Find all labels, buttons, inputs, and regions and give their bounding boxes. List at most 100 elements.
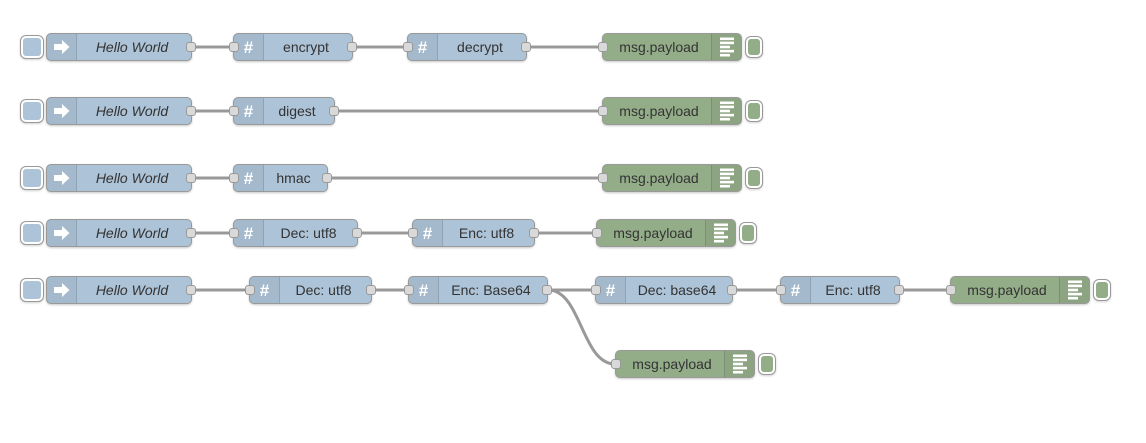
node-label: msg.payload	[619, 39, 699, 55]
inject-button[interactable]	[20, 35, 44, 59]
output-port[interactable]	[352, 228, 362, 238]
inject-button[interactable]	[20, 221, 44, 245]
output-port[interactable]	[186, 228, 196, 238]
output-port[interactable]	[186, 285, 196, 295]
hash-icon: #	[408, 34, 438, 60]
output-port[interactable]	[329, 106, 339, 116]
input-port[interactable]	[611, 359, 621, 369]
inject-button[interactable]	[20, 278, 44, 302]
debug-toggle-fill	[1096, 282, 1108, 298]
function-node[interactable]: # Enc: utf8	[776, 276, 904, 304]
debug-lines-icon	[711, 34, 741, 60]
node-label: msg.payload	[967, 282, 1047, 298]
output-port[interactable]	[347, 42, 357, 52]
function-node[interactable]: #Enc: utf8	[408, 219, 539, 247]
input-port[interactable]	[229, 106, 239, 116]
input-port[interactable]	[946, 285, 956, 295]
debug-toggle-button[interactable]	[745, 100, 763, 122]
output-port[interactable]	[366, 285, 376, 295]
function-node[interactable]: # digest	[229, 97, 339, 125]
inject-node[interactable]: Hello World	[46, 164, 196, 192]
node-label: Hello World	[95, 282, 169, 298]
debug-toggle-button[interactable]	[1093, 279, 1111, 301]
wire[interactable]	[546, 288, 617, 366]
debug-node[interactable]: msg.payload	[946, 276, 1090, 304]
function-node[interactable]: #Dec: base64	[591, 276, 737, 304]
output-port[interactable]	[322, 173, 332, 183]
input-port[interactable]	[591, 285, 601, 295]
debug-node[interactable]: msg.payload	[598, 33, 742, 61]
function-node[interactable]: #Dec: utf8	[229, 219, 362, 247]
output-port[interactable]	[894, 285, 904, 295]
debug-toggle-button[interactable]	[739, 222, 757, 244]
function-node[interactable]: #Dec: utf8	[245, 276, 376, 304]
inject-button-fill	[23, 224, 41, 242]
output-port[interactable]	[186, 173, 196, 183]
input-port[interactable]	[229, 42, 239, 52]
arrow-right-icon	[47, 277, 77, 303]
debug-lines-icon	[705, 220, 735, 246]
debug-node[interactable]: msg.payload	[592, 219, 736, 247]
hash-icon: #	[413, 220, 443, 246]
node-label: Dec: base64	[637, 282, 717, 298]
node-label: msg.payload	[632, 356, 712, 372]
node-label: hmac	[276, 170, 311, 186]
node-label: decrypt	[457, 39, 503, 55]
input-port[interactable]	[408, 228, 418, 238]
input-port[interactable]	[403, 42, 413, 52]
debug-toggle-button[interactable]	[745, 167, 763, 189]
input-port[interactable]	[598, 42, 608, 52]
arrow-right-icon	[47, 98, 77, 124]
output-port[interactable]	[542, 285, 552, 295]
node-label: digest	[278, 103, 316, 119]
inject-node[interactable]: Hello World	[46, 33, 196, 61]
hash-icon: #	[234, 165, 264, 191]
input-port[interactable]	[404, 285, 414, 295]
output-port[interactable]	[727, 285, 737, 295]
inject-button-fill	[23, 281, 41, 299]
node-label: msg.payload	[613, 225, 693, 241]
input-port[interactable]	[598, 173, 608, 183]
debug-toggle-button[interactable]	[745, 36, 763, 58]
debug-toggle-button[interactable]	[758, 353, 776, 375]
input-port[interactable]	[598, 106, 608, 116]
node-label: Hello World	[95, 39, 169, 55]
inject-node[interactable]: Hello World	[46, 276, 196, 304]
node-label: Hello World	[95, 103, 169, 119]
output-port[interactable]	[186, 106, 196, 116]
debug-node[interactable]: msg.payload	[598, 164, 742, 192]
node-label: msg.payload	[619, 103, 699, 119]
function-node[interactable]: #Enc: Base64	[404, 276, 552, 304]
arrow-right-icon	[47, 34, 77, 60]
debug-node[interactable]: msg.payload	[611, 350, 755, 378]
output-port[interactable]	[186, 42, 196, 52]
node-label: Dec: utf8	[280, 225, 337, 241]
output-port[interactable]	[529, 228, 539, 238]
inject-button-fill	[23, 102, 41, 120]
inject-button[interactable]	[20, 166, 44, 190]
node-label: Enc: utf8	[825, 282, 881, 298]
input-port[interactable]	[229, 173, 239, 183]
hash-icon: #	[234, 34, 264, 60]
function-node[interactable]: # encrypt	[229, 33, 357, 61]
input-port[interactable]	[229, 228, 239, 238]
input-port[interactable]	[592, 228, 602, 238]
output-port[interactable]	[521, 42, 531, 52]
hash-icon: #	[409, 277, 439, 303]
hash-icon: #	[234, 98, 264, 124]
input-port[interactable]	[245, 285, 255, 295]
function-node[interactable]: # hmac	[229, 164, 332, 192]
hash-icon: #	[781, 277, 811, 303]
debug-lines-icon	[711, 165, 741, 191]
inject-node[interactable]: Hello World	[46, 219, 196, 247]
node-label: encrypt	[283, 39, 329, 55]
input-port[interactable]	[776, 285, 786, 295]
debug-node[interactable]: msg.payload	[598, 97, 742, 125]
function-node[interactable]: # decrypt	[403, 33, 531, 61]
debug-toggle-fill	[761, 356, 773, 372]
debug-toggle-fill	[748, 170, 760, 186]
inject-node[interactable]: Hello World	[46, 97, 196, 125]
debug-lines-icon	[1059, 277, 1089, 303]
inject-button[interactable]	[20, 99, 44, 123]
